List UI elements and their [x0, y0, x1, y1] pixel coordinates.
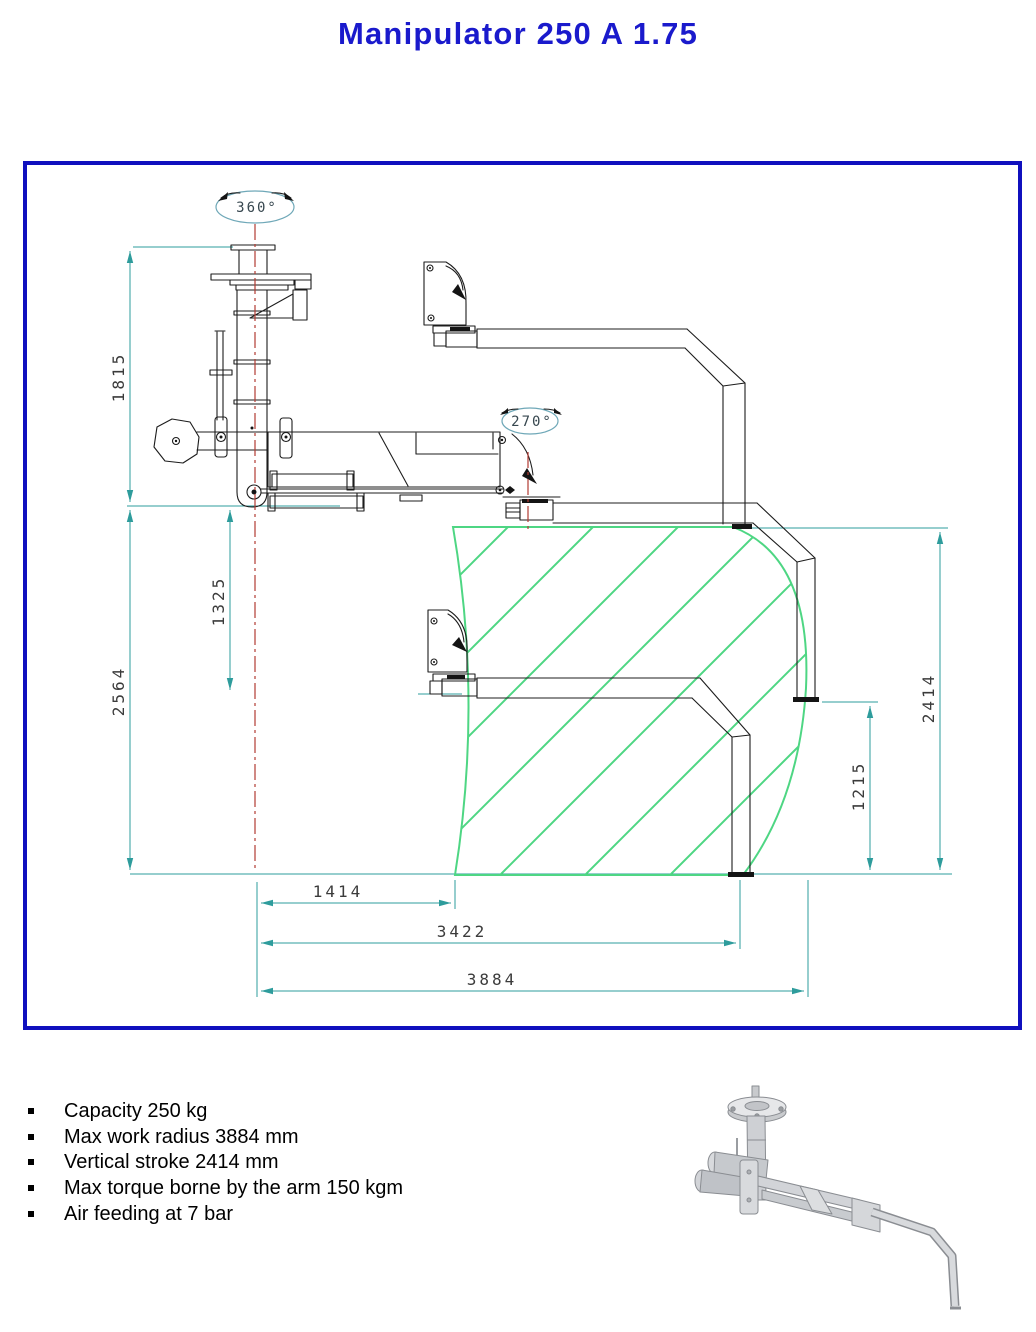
dim-2564: 2564: [109, 666, 128, 717]
page-title: Manipulator 250 A 1.75: [337, 16, 699, 51]
dim-1325: 1325: [209, 576, 228, 627]
spec-item-label: Vertical stroke 2414 mm: [64, 1151, 279, 1174]
spec-item-max-torque: Max torque borne by the arm 150 kgm: [22, 1177, 403, 1203]
spec-item-label: Capacity 250 kg: [64, 1100, 208, 1122]
dim-3422: 3422: [437, 922, 488, 941]
centerlines: [254, 224, 529, 872]
spec-item-label: Air feeding at 7 bar: [64, 1202, 233, 1225]
spec-item-work-radius: Max work radius 3884 mm: [22, 1126, 403, 1152]
rotation-360-label: 360°: [236, 200, 278, 216]
manipulator-3d-render: [694, 1085, 961, 1310]
rotation-labels: 360° 270°: [215, 190, 562, 435]
bullet-square-icon: [28, 1159, 34, 1166]
bullet-square-icon: [28, 1210, 34, 1217]
dim-1815: 1815: [109, 352, 128, 403]
spec-item-air-feeding: Air feeding at 7 bar: [22, 1203, 403, 1229]
dim-1215: 1215: [849, 761, 868, 812]
spec-item-label: Max work radius 3884 mm: [64, 1125, 299, 1148]
dim-2414: 2414: [919, 673, 938, 724]
bullet-square-icon: [28, 1108, 34, 1114]
dimension-lines: 1815 2564 1325 2414 1215 1414 3422 3884: [109, 246, 952, 997]
spec-item-label: Max torque borne by the arm 150 kgm: [64, 1177, 404, 1200]
dim-1414: 1414: [313, 882, 364, 901]
drawing-frame: [23, 161, 1022, 1030]
spec-item-vertical-stroke: Vertical stroke 2414 mm: [22, 1151, 403, 1177]
dim-3884: 3884: [467, 970, 518, 989]
spec-list: Capacity 250 kg Max work radius 3884 mm …: [22, 1100, 403, 1228]
bullet-square-icon: [28, 1133, 34, 1140]
rotation-270-label: 270°: [511, 414, 553, 430]
bullet-square-icon: [28, 1185, 34, 1192]
manipulator-outline: [153, 244, 819, 877]
spec-item-capacity: Capacity 250 kg: [22, 1100, 403, 1126]
